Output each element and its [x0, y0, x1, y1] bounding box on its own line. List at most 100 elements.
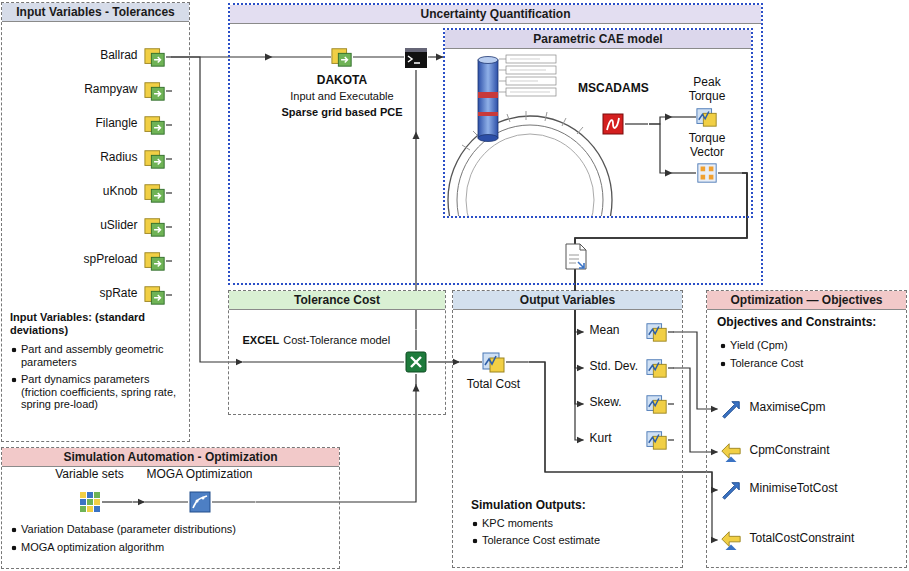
panel: Tolerance CostEXCELCost-Tolerance model [228, 290, 446, 415]
component-node: Kurt [584, 428, 674, 452]
bullet-text: Yield (Cpm) [719, 339, 899, 352]
var-icon [144, 252, 163, 269]
wire [166, 226, 172, 227]
bullet-text: Tolerance Cost estimate [471, 534, 671, 547]
connector [674, 332, 718, 409]
component-node: Mean [584, 320, 674, 344]
model-callouts [499, 55, 556, 96]
wire [506, 361, 528, 362]
component-node: TotalCostConstraint [718, 529, 878, 551]
component-node: spRate [76, 284, 172, 306]
wire [718, 172, 742, 173]
connector [674, 368, 718, 452]
node-label: Torque Vector [681, 132, 733, 160]
con-icon [721, 443, 739, 461]
panel: Optimization — ObjectivesObjectives and … [706, 290, 907, 568]
stat-icon [646, 395, 665, 412]
component-node: MSCADAMS [578, 82, 649, 142]
bullet-text: MOGA optimization algorithm [10, 541, 330, 554]
var-icon [144, 116, 163, 133]
bullet-text: KPC moments [471, 517, 671, 530]
moga-icon [190, 492, 210, 512]
wire [166, 56, 172, 57]
component-node: MinimiseTotCost [718, 479, 878, 501]
wire [415, 330, 416, 350]
component-node: Total Cost [460, 350, 529, 396]
node-label: Objectives and Constraints: [717, 316, 902, 330]
component-node: Radius [76, 148, 172, 170]
node-label: Std. Dev. [590, 360, 644, 374]
component-node: Torque Vector [672, 132, 742, 186]
panel-title: Input Variables - Tolerances [2, 3, 189, 22]
component-node: Rampyaw [76, 80, 172, 102]
node-label: EXCEL [243, 334, 280, 346]
wire [145, 501, 188, 502]
wire [668, 331, 674, 332]
node-label: Variable sets [48, 468, 132, 482]
connector [256, 385, 417, 503]
node-label: Skew. [590, 396, 644, 410]
connector [133, 501, 145, 502]
bullet-text: Part and assembly geometric parameters [10, 343, 182, 368]
node-label: spPreload [76, 253, 138, 267]
panel-title: Tolerance Cost [229, 291, 445, 310]
wire [166, 294, 172, 295]
text-line: EXCELCost-Tolerance model [243, 334, 391, 347]
component-node: MaximiseCpm [718, 398, 878, 420]
node-label: Simulation Outputs: [471, 499, 671, 513]
node-label: MinimiseTotCost [750, 482, 876, 496]
bullet-text: Part dynamics parameters (friction coeff… [10, 373, 182, 411]
wire [166, 192, 172, 193]
component-node: spPreload [76, 250, 172, 272]
term-icon [405, 48, 427, 68]
excel-icon [406, 352, 426, 372]
node-label: Kurt [590, 432, 644, 446]
connector [172, 57, 243, 362]
node-label: Peak Torque [681, 76, 733, 104]
component-node: Ballrad [76, 46, 172, 68]
wire [166, 260, 172, 261]
node-label: CpmConstraint [750, 444, 876, 458]
stat-icon [697, 109, 716, 126]
grid-icon [80, 492, 100, 512]
node-label: Input and Executable [272, 90, 412, 103]
panel-title: Simulation Automation - Optimization [2, 448, 339, 467]
node-label: MSCADAMS [578, 82, 648, 96]
wire [166, 158, 172, 159]
knob-cylinder [478, 57, 498, 142]
panel: Uncertainty QuantificationDAKOTAInput an… [228, 3, 763, 285]
torque-ring [448, 111, 612, 216]
connector [649, 124, 672, 173]
node-label: Sparse grid based PCE [272, 106, 412, 119]
wire [353, 56, 404, 57]
component-node: Std. Dev. [584, 356, 674, 380]
node-label: spRate [76, 287, 138, 301]
wire [272, 56, 331, 57]
node-label: Rampyaw [76, 83, 138, 97]
var-icon [144, 48, 163, 65]
var-icon [144, 82, 163, 99]
node-label: Input Variables: (standard deviations) [10, 311, 160, 336]
con-icon [721, 531, 739, 549]
node-label: uSlider [76, 219, 138, 233]
var-icon [144, 218, 163, 235]
result-file-icon [566, 244, 586, 269]
connector [430, 56, 443, 57]
var-icon [144, 150, 163, 167]
node-label: Cost-Tolerance model [283, 334, 390, 346]
panel: Parametric CAE modelMSCADAMSPeak TorqueT… [443, 28, 753, 218]
node-label: MaximiseCpm [750, 401, 876, 415]
node-label: Total Cost [460, 378, 528, 392]
component-node: CpmConstraint [718, 441, 878, 463]
panel-title: Uncertainty Quantification [230, 5, 761, 24]
panel-title: Optimization — Objectives [707, 291, 906, 310]
bullet-text: Tolerance Cost [719, 357, 899, 370]
connector [529, 362, 718, 540]
node-label: Radius [76, 151, 138, 165]
wire [668, 439, 674, 440]
stat-icon [646, 323, 665, 340]
wire [212, 501, 255, 502]
var-icon [144, 286, 163, 303]
wire [166, 90, 172, 91]
wire [243, 361, 404, 362]
